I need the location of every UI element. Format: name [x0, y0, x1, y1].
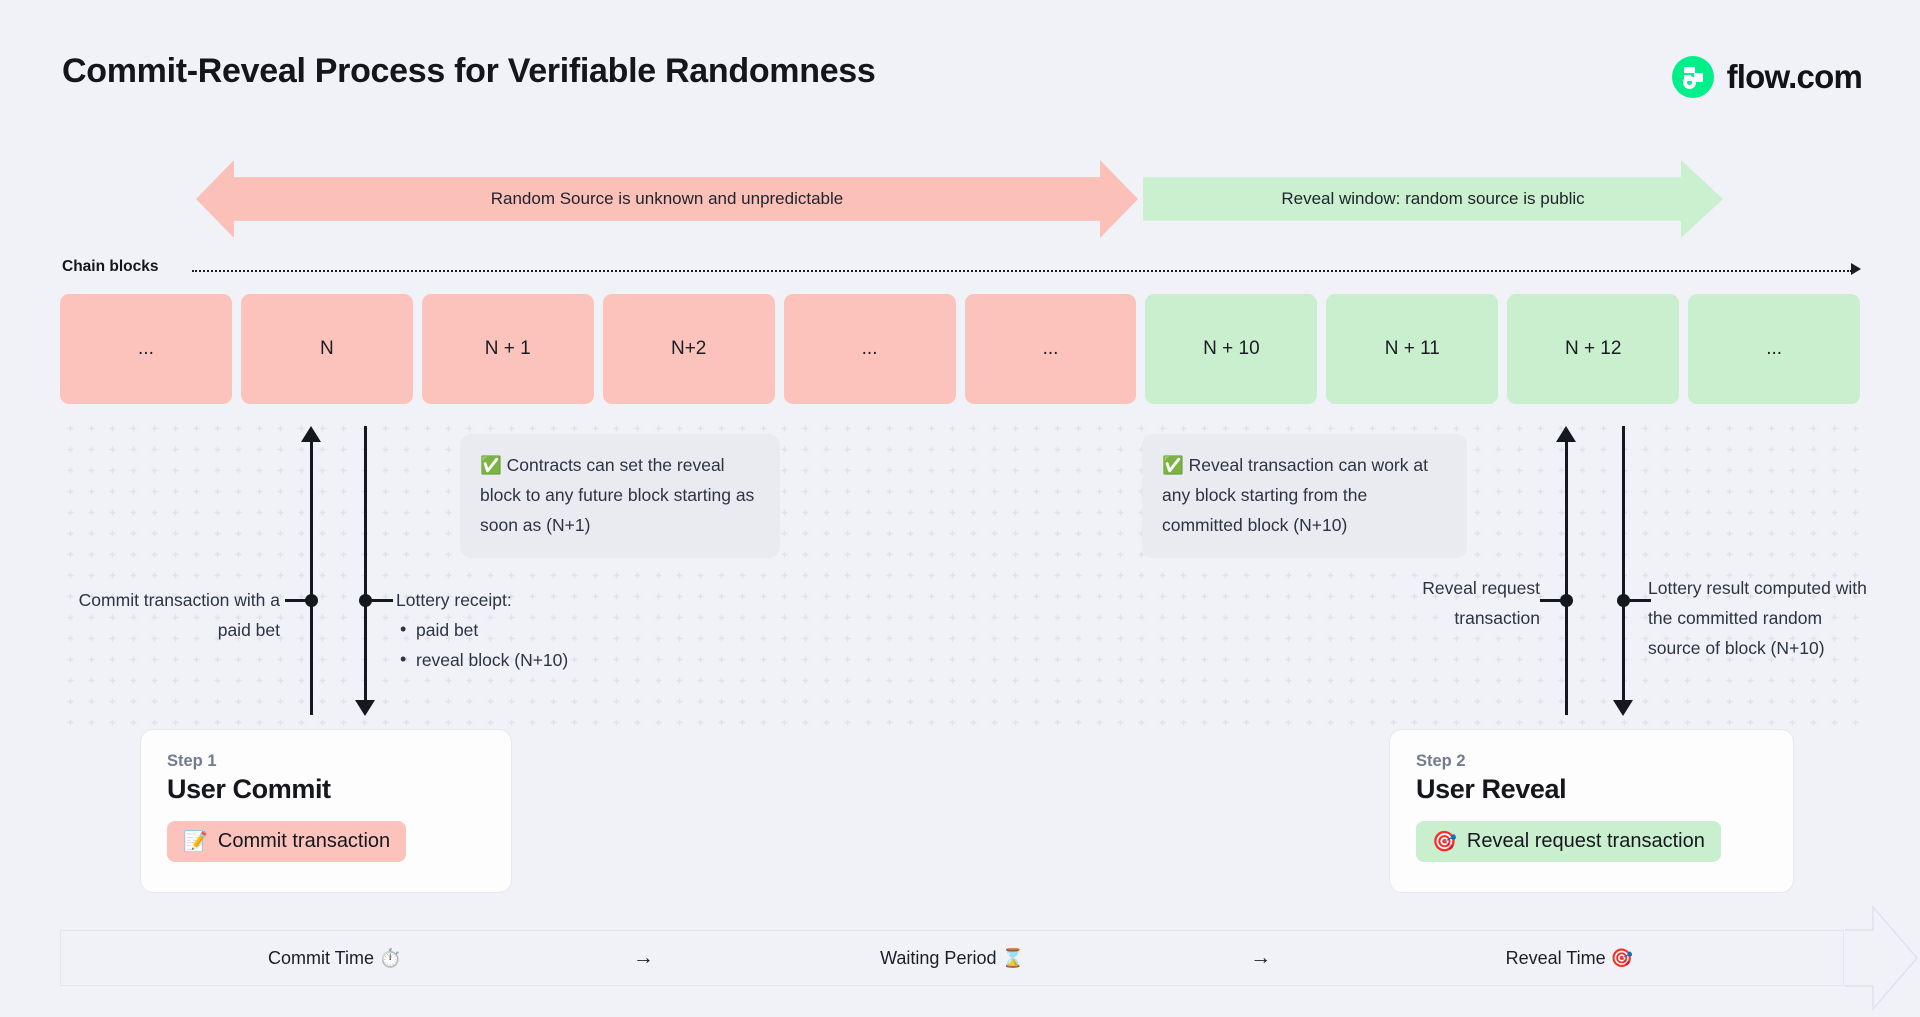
callout-reveal-window: ✅ Reveal transaction can work at any blo…	[1142, 434, 1467, 558]
chain-block-label: ...	[138, 338, 154, 359]
chain-block: ...	[60, 294, 232, 404]
callout-commit-window: ✅ Contracts can set the reveal block to …	[460, 434, 780, 558]
chain-block-label: N	[319, 338, 334, 359]
banner-unpredictable: Random Source is unknown and unpredictab…	[196, 160, 1138, 238]
result-connector-line	[1622, 426, 1625, 701]
chain-block: N + 12	[1507, 294, 1680, 404]
chain-block-label: N + 1	[484, 338, 531, 359]
annotation-reveal-request-text: Reveal request transaction	[1422, 578, 1540, 628]
reveal-connector-line	[1565, 440, 1568, 715]
chain-block: N+2	[602, 294, 775, 404]
chain-block-label: N + 12	[1564, 338, 1622, 359]
step-card-user-commit[interactable]: Step 1 User Commit 📝 Commit transaction	[140, 729, 512, 893]
list-item: reveal block (N+10)	[396, 644, 686, 675]
annotation-reveal-request: Reveal request transaction	[1340, 573, 1540, 633]
annotation-lottery-receipt-title: Lottery receipt:	[396, 590, 512, 610]
step-1-action-label: Commit transaction	[217, 830, 391, 852]
chain-block: N + 10	[1145, 294, 1318, 404]
receipt-arrow-down-icon	[355, 700, 375, 716]
timeline-segment-reveal: Reveal Time 🎯	[1505, 947, 1634, 968]
phase-banner-row: Random Source is unknown and unpredictab…	[0, 160, 1920, 240]
chain-block-row: ... N N + 1 N+2 ... ... N + 10 N + 11 N …	[60, 294, 1861, 404]
chain-block: ...	[964, 294, 1137, 404]
chain-block-label: ...	[1042, 338, 1059, 359]
memo-icon: 📝	[183, 831, 208, 853]
callout-commit-text: Contracts can set the reveal block to an…	[480, 455, 755, 535]
chain-axis-line	[192, 270, 1852, 272]
banner-unpredictable-label: Random Source is unknown and unpredictab…	[490, 189, 844, 208]
step-1-title: User Commit	[167, 774, 331, 804]
dot-grid-background	[60, 418, 1860, 728]
chain-block-label: N+2	[670, 338, 707, 359]
timeline-arrow-icon: →	[632, 946, 654, 969]
dart-icon: 🎯	[1432, 831, 1457, 853]
timeline-arrow-icon: →	[1250, 946, 1272, 969]
reveal-connector-node	[1560, 594, 1573, 607]
phase-timeline: Commit Time ⏱️ → Waiting Period ⌛ → Reve…	[60, 930, 1844, 986]
result-connector-node	[1617, 594, 1630, 607]
receipt-connector-node	[359, 594, 372, 607]
chain-axis-arrow-icon	[1851, 263, 1861, 275]
step-1-action-pill[interactable]: 📝 Commit transaction	[167, 821, 407, 862]
banner-reveal-window-label: Reveal window: random source is public	[1281, 189, 1585, 208]
banner-reveal-window: Reveal window: random source is public	[1143, 160, 1723, 238]
chain-block-label: N + 11	[1384, 338, 1440, 359]
list-item: paid bet	[396, 614, 686, 645]
chain-block: N	[240, 294, 413, 404]
commit-connector-node	[305, 594, 318, 607]
result-connector-stub	[1623, 599, 1651, 602]
commit-arrow-up-icon	[301, 426, 321, 442]
timeline-arrowhead-icon	[1845, 905, 1918, 1011]
check-icon: ✅	[480, 455, 502, 475]
step-card-user-reveal[interactable]: Step 2 User Reveal 🎯 Reveal request tran…	[1389, 729, 1794, 893]
reveal-connector-stub	[1540, 599, 1568, 602]
annotation-lottery-result: Lottery result computed with the committ…	[1648, 573, 1874, 663]
chain-block-label: ...	[861, 338, 878, 359]
commit-connector-stub	[285, 599, 313, 602]
reveal-arrow-up-icon	[1556, 426, 1576, 442]
receipt-connector-line	[364, 426, 367, 701]
chain-blocks-label: Chain blocks	[62, 258, 159, 275]
timeline-segment-waiting: Waiting Period ⌛	[880, 947, 1024, 968]
annotation-lottery-result-text: Lottery result computed with the committ…	[1648, 578, 1867, 658]
receipt-connector-stub	[365, 599, 393, 602]
step-2-action-pill[interactable]: 🎯 Reveal request transaction	[1416, 821, 1721, 862]
annotation-commit-transaction: Commit transaction with a paid bet	[70, 585, 280, 645]
chain-block: ...	[1688, 294, 1861, 404]
step-2-title: User Reveal	[1416, 774, 1567, 804]
flow-logo-icon	[1671, 56, 1714, 98]
page-title: Commit-Reveal Process for Verifiable Ran…	[62, 52, 876, 90]
check-icon: ✅	[1162, 455, 1184, 475]
brand-name: flow.com	[1726, 58, 1863, 95]
chain-block: N + 1	[421, 294, 594, 404]
annotation-commit-transaction-text: Commit transaction with a paid bet	[78, 590, 280, 640]
chain-block: N + 11	[1326, 294, 1499, 404]
annotation-lottery-receipt: Lottery receipt: paid bet reveal block (…	[396, 585, 686, 675]
commit-connector-line	[310, 440, 313, 715]
step-2-kicker: Step 2	[1416, 752, 1466, 770]
chain-block-label: ...	[1766, 338, 1783, 359]
chain-block: ...	[783, 294, 956, 404]
result-arrow-down-icon	[1613, 700, 1633, 716]
brand-logo: flow.com	[1671, 56, 1863, 98]
step-1-kicker: Step 1	[167, 752, 217, 770]
annotation-lottery-receipt-list: paid bet reveal block (N+10)	[396, 614, 686, 675]
callout-reveal-text: Reveal transaction can work at any block…	[1162, 455, 1428, 535]
timeline-segment-commit: Commit Time ⏱️	[267, 947, 402, 968]
step-2-action-label: Reveal request transaction	[1466, 830, 1705, 852]
chain-block-label: N + 10	[1203, 338, 1260, 359]
